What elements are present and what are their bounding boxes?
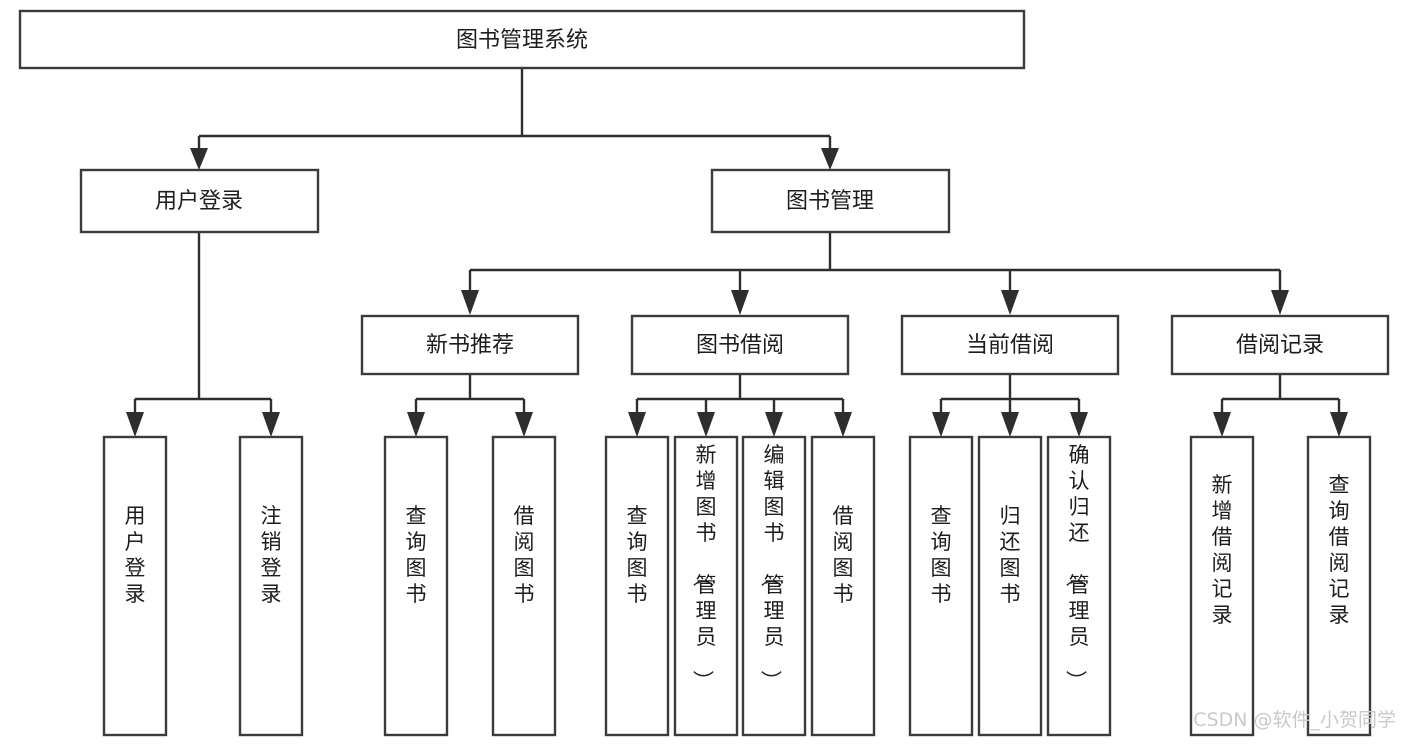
- connector-layer: [126, 68, 1348, 437]
- node-leaf-confirm-return[interactable]: 确认归还（管理员）: [1046, 435, 1112, 737]
- arrow-head-leaf-confirm-return: [1070, 412, 1088, 437]
- node-root-label: 图书管理系统: [456, 28, 588, 53]
- node-leaf-borrow-book-1-label: 借阅图书: [514, 504, 535, 606]
- node-book-manage[interactable]: 图书管理: [710, 168, 951, 234]
- arrow-head-leaf-return-book: [1001, 412, 1019, 437]
- node-leaf-add-book-box[interactable]: [673, 435, 739, 737]
- node-leaf-edit-book[interactable]: 编辑图书（管理员）: [741, 435, 807, 737]
- arrow-head-leaf-logout-login: [262, 412, 280, 437]
- arrow-head-leaf-add-book: [697, 412, 715, 437]
- node-leaf-add-record[interactable]: 新增借阅记录: [1189, 435, 1255, 737]
- arrow-head-leaf-query-book-1: [407, 412, 425, 437]
- node-current-borrow-label: 当前借阅: [966, 333, 1054, 358]
- arrow-head-book-borrow: [731, 290, 749, 315]
- arrow-head-leaf-borrow-book-1: [515, 412, 533, 437]
- node-leaf-edit-book-box[interactable]: [741, 435, 807, 737]
- node-leaf-query-book-2-box[interactable]: [604, 435, 670, 737]
- arrow-head-book-manage: [821, 148, 839, 170]
- node-leaf-borrow-book-2[interactable]: 借阅图书: [810, 435, 876, 737]
- node-user-login[interactable]: 用户登录: [79, 168, 320, 234]
- node-new-book-recommend-box[interactable]: [360, 314, 580, 376]
- node-borrow-record-box[interactable]: [1170, 314, 1390, 376]
- node-leaf-logout-login[interactable]: 注销登录: [238, 435, 304, 737]
- arrow-head-leaf-query-record: [1330, 412, 1348, 437]
- node-new-book-recommend[interactable]: 新书推荐: [360, 314, 580, 376]
- node-leaf-borrow-book-2-box[interactable]: [810, 435, 876, 737]
- node-leaf-query-book-1[interactable]: 查询图书: [383, 435, 449, 737]
- arrow-head-leaf-query-book-2: [628, 412, 646, 437]
- arrow-head-leaf-user-login: [126, 412, 144, 437]
- node-user-login-label: 用户登录: [155, 189, 243, 214]
- arrow-head-leaf-query-book-3: [932, 412, 950, 437]
- node-leaf-return-book[interactable]: 归还图书: [977, 435, 1043, 737]
- node-new-book-recommend-label: 新书推荐: [426, 333, 514, 358]
- node-leaf-query-book-1-label: 查询图书: [406, 504, 427, 606]
- node-leaf-user-login-box[interactable]: [102, 435, 168, 737]
- node-book-manage-label: 图书管理: [786, 189, 874, 214]
- node-leaf-borrow-book-1-box[interactable]: [491, 435, 557, 737]
- node-leaf-return-book-label: 归还图书: [1000, 504, 1021, 606]
- node-leaf-query-book-1-box[interactable]: [383, 435, 449, 737]
- node-leaf-query-book-2-label: 查询图书: [627, 504, 648, 606]
- node-leaf-add-book-label: 新增图书（管理员）: [691, 443, 717, 691]
- arrow-head-borrow-record: [1271, 290, 1289, 315]
- node-borrow-record-label: 借阅记录: [1236, 333, 1324, 358]
- node-leaf-confirm-return-box[interactable]: [1046, 435, 1112, 737]
- node-leaf-user-login-label: 用户登录: [125, 504, 146, 606]
- arrow-head-leaf-add-record: [1213, 412, 1231, 437]
- arrow-head-current-borrow: [1001, 290, 1019, 315]
- arrow-head-leaf-borrow-book-2: [834, 412, 852, 437]
- node-root[interactable]: 图书管理系统: [18, 9, 1026, 70]
- node-leaf-query-record-box[interactable]: [1306, 435, 1372, 737]
- node-leaf-query-book-3-box[interactable]: [908, 435, 974, 737]
- node-leaf-edit-book-label: 编辑图书（管理员）: [759, 443, 785, 691]
- node-root-box[interactable]: [18, 9, 1026, 70]
- node-book-borrow-box[interactable]: [630, 314, 850, 376]
- arrow-head-user-login: [190, 148, 208, 170]
- node-leaf-borrow-book-1[interactable]: 借阅图书: [491, 435, 557, 737]
- node-leaf-query-book-2[interactable]: 查询图书: [604, 435, 670, 737]
- node-leaf-query-book-3-label: 查询图书: [931, 504, 952, 606]
- node-book-borrow[interactable]: 图书借阅: [630, 314, 850, 376]
- node-leaf-add-record-label: 新增借阅记录: [1212, 473, 1233, 627]
- node-current-borrow[interactable]: 当前借阅: [900, 314, 1120, 376]
- node-leaf-borrow-book-2-label: 借阅图书: [833, 504, 854, 606]
- arrow-head-leaf-edit-book: [765, 412, 783, 437]
- node-leaf-add-book[interactable]: 新增图书（管理员）: [673, 435, 739, 737]
- node-leaf-user-login[interactable]: 用户登录: [102, 435, 168, 737]
- node-leaf-query-book-3[interactable]: 查询图书: [908, 435, 974, 737]
- csdn-watermark: CSDN @软件_小贺同学: [1193, 709, 1396, 731]
- node-current-borrow-box[interactable]: [900, 314, 1120, 376]
- node-leaf-confirm-return-label: 确认归还（管理员）: [1064, 443, 1090, 691]
- node-leaf-return-book-box[interactable]: [977, 435, 1043, 737]
- node-user-login-box[interactable]: [79, 168, 320, 234]
- node-leaf-query-record-label: 查询借阅记录: [1329, 473, 1350, 627]
- node-book-manage-box[interactable]: [710, 168, 951, 234]
- node-book-borrow-label: 图书借阅: [696, 333, 784, 358]
- node-borrow-record[interactable]: 借阅记录: [1170, 314, 1390, 376]
- node-leaf-logout-login-label: 注销登录: [261, 504, 282, 606]
- node-leaf-add-record-box[interactable]: [1189, 435, 1255, 737]
- arrow-head-new-book-recommend: [461, 290, 479, 315]
- node-leaf-logout-login-box[interactable]: [238, 435, 304, 737]
- node-leaf-query-record[interactable]: 查询借阅记录: [1306, 435, 1372, 737]
